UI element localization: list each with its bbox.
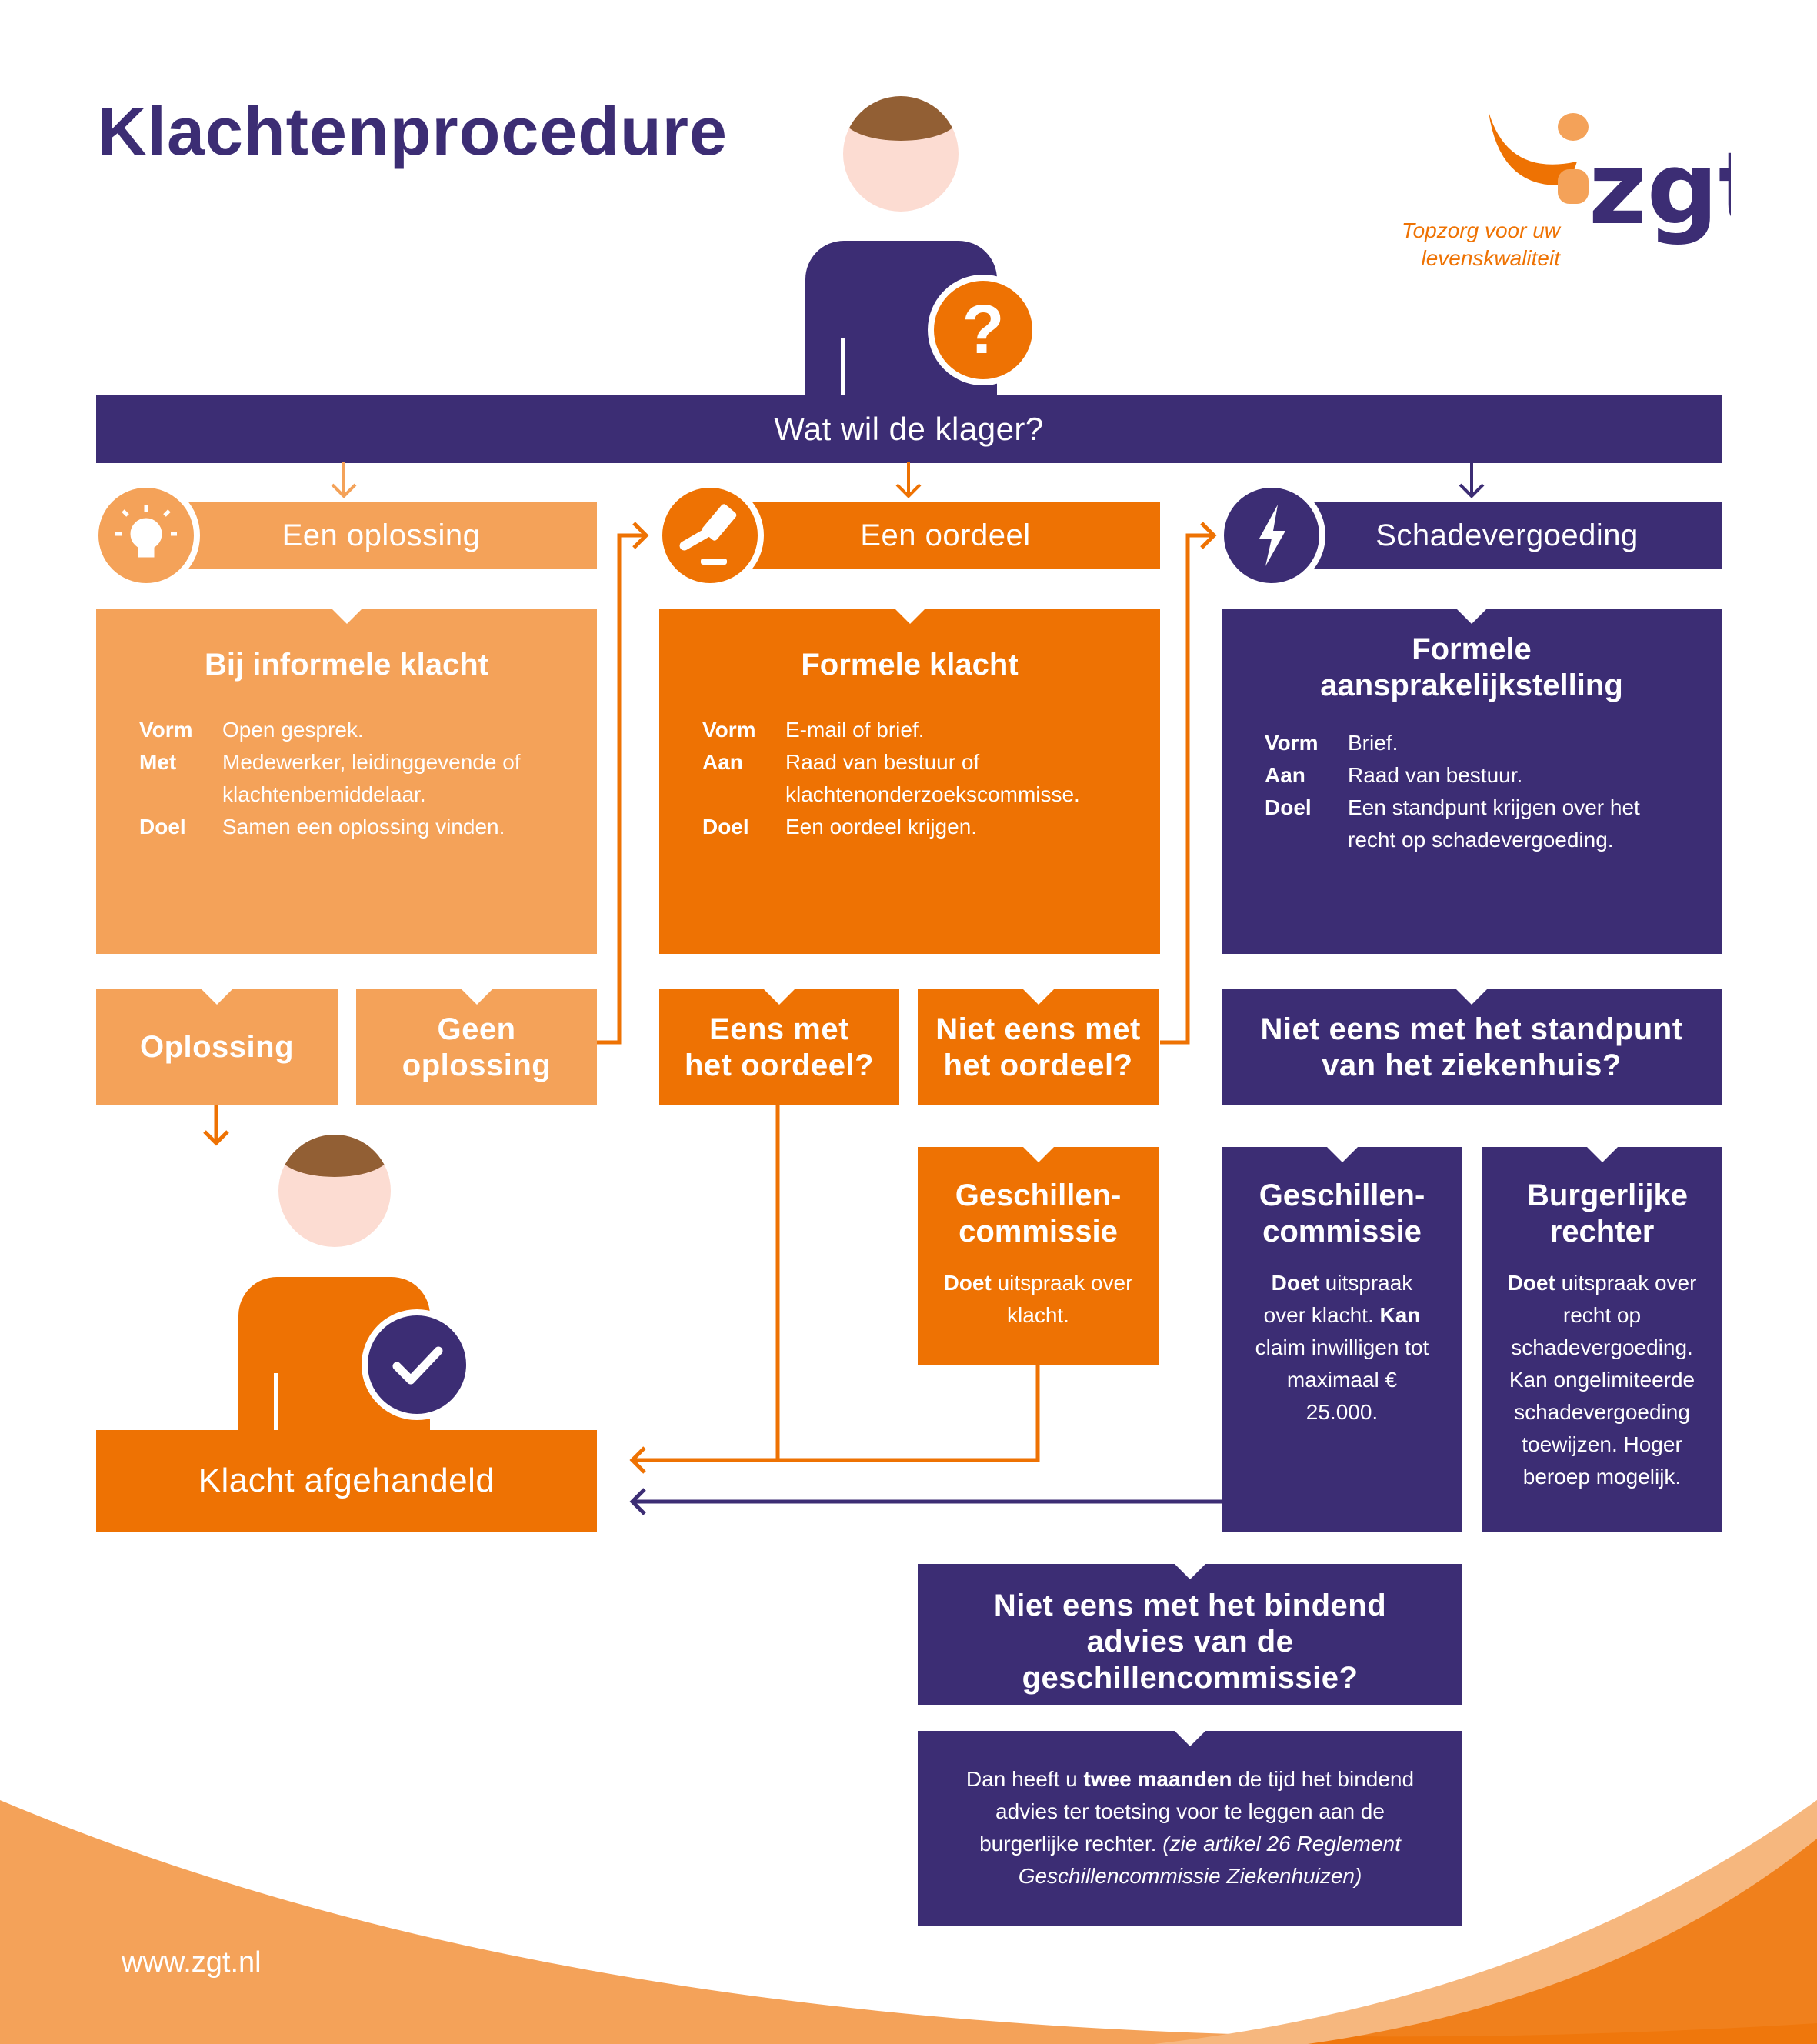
row-value: Een standpunt krijgen over het recht op … (1348, 795, 1640, 852)
formal-complaint-box: Formele klacht Vorm E-mail of brief. Aan R… (659, 609, 1160, 954)
liability-box: Formele aansprakelijkstelling Vorm Brief.… (1222, 609, 1722, 954)
klacht-afgehandeld: Klacht afgehandeld (96, 1430, 597, 1532)
option-label: Een oordeel (860, 518, 1031, 552)
twee-maanden-info: Dan heeft u twee maanden de tijd het bin… (918, 1731, 1462, 1926)
box-title: Bij informele klacht (205, 648, 488, 682)
option-schadevergoeding: Schadevergoeding (1292, 502, 1722, 569)
geschillencommissie-purple: Geschillen-commissie Doet uitspraak over… (1222, 1147, 1462, 1532)
outcome-label: Oplossing (139, 1030, 295, 1064)
italic-text: (zie artikel 26 Reglement Geschillencomm… (1018, 1832, 1401, 1888)
info-row: Vorm Open gesprek. (139, 714, 554, 746)
text: Dan heeft u (965, 1767, 1084, 1791)
question-icon: ? (928, 275, 1039, 385)
box-text: Dan heeft u twee maanden de tijd het bin… (949, 1763, 1432, 1892)
row-key: Vorm (702, 718, 756, 742)
arrows (331, 462, 1485, 498)
info-row: Aan Raad van bestuur of klachtenonderzoek… (702, 746, 1117, 811)
info-row: Aan Raad van bestuur. (1265, 759, 1679, 792)
website-link[interactable]: www.zgt.nl (122, 1946, 262, 1979)
outcome-label: Niet eens met het standpunt van het ziek… (1260, 1012, 1683, 1082)
outcome-eens: Eens met het oordeel? (659, 989, 899, 1105)
outcome-niet-eens: Niet eens met het oordeel? (918, 989, 1159, 1105)
box-text: Doet uitspraak over klacht. (941, 1267, 1135, 1332)
text: de tijd het bindend advies ter toetsing … (979, 1767, 1415, 1856)
box-title: Geschillen-commissie (955, 1179, 1122, 1249)
background-wave (0, 1800, 1817, 2044)
burgerlijke-rechter: Burgerlijke rechter Doet uitspraak over … (1482, 1147, 1722, 1532)
bold-text: Kan (1379, 1303, 1421, 1327)
bold-text: twee maanden (1083, 1767, 1232, 1791)
info-row: Vorm Brief. (1265, 727, 1679, 759)
info-row: Doel Een standpunt krijgen over het recht… (1265, 792, 1679, 856)
label: Niet eens met het bindend advies van de … (993, 1589, 1387, 1695)
tagline-line: Topzorg voor uw (1402, 218, 1560, 242)
text: claim inwilligen tot maximaal € 25.000. (1255, 1335, 1429, 1424)
row-value: Een oordeel krijgen. (785, 815, 978, 839)
info-row: Vorm E-mail of brief. (702, 714, 1117, 746)
checkmark-icon (362, 1309, 472, 1420)
info-row: Doel Een oordeel krijgen. (702, 811, 1117, 843)
row-value: Open gesprek. (222, 718, 364, 742)
row-key: Doel (702, 815, 749, 839)
row-value: E-mail of brief. (785, 718, 925, 742)
row-key: Doel (1265, 795, 1312, 819)
box-text: Doet uitspraak over recht op schadevergo… (1496, 1267, 1708, 1493)
text: uitspraak over klacht. (1263, 1271, 1413, 1327)
option-een-oordeel: Een oordeel (731, 502, 1160, 569)
row-value: Raad van bestuur. (1348, 763, 1523, 787)
row-key: Aan (1265, 763, 1305, 787)
box-title: Formele aansprakelijkstelling (1320, 632, 1623, 702)
bold-text: Doet (943, 1271, 992, 1295)
lightning-icon (1218, 482, 1325, 589)
row-key: Aan (702, 750, 743, 774)
svg-text:zgt: zgt (1589, 130, 1731, 247)
box-title: Burgerlijke rechter (1527, 1179, 1688, 1249)
page-title: Klachtenprocedure (98, 93, 728, 169)
lightbulb-icon (92, 482, 200, 589)
outcome-label: Geen oplossing (402, 1012, 552, 1082)
box-title: Geschillen-commissie (1259, 1179, 1425, 1249)
box-text: Doet uitspraak over klacht. Kan claim in… (1252, 1267, 1432, 1429)
label: Klacht afgehandeld (198, 1462, 495, 1499)
text: uitspraak over recht op schadevergoeding… (1509, 1271, 1697, 1489)
row-key: Vorm (1265, 731, 1319, 755)
outcome-label: Niet eens met het oordeel? (935, 1012, 1141, 1082)
row-value: Brief. (1348, 731, 1399, 755)
outcome-geen-oplossing: Geen oplossing (356, 989, 597, 1105)
outcome-label: Eens met het oordeel? (684, 1012, 875, 1082)
gavel-icon (656, 482, 764, 589)
bold-text: Doet (1271, 1271, 1319, 1295)
tagline-line: levenskwaliteit (1421, 246, 1560, 270)
option-label: Een oplossing (282, 518, 481, 552)
row-key: Vorm (139, 718, 193, 742)
option-label: Schadevergoeding (1375, 518, 1639, 552)
row-value: Samen een oplossing vinden. (222, 815, 505, 839)
row-value: Raad van bestuur of klachtenonderzoeksco… (785, 750, 1080, 806)
row-key: Doel (139, 815, 186, 839)
row-key: Met (139, 750, 177, 774)
info-row: Doel Samen een oplossing vinden. (139, 811, 554, 843)
outcome-oplossing: Oplossing (96, 989, 338, 1105)
geschillencommissie-orange: Geschillen-commissie Doet uitspraak over… (918, 1147, 1159, 1365)
row-value: Medewerker, leidinggevende of klachtenbe… (222, 750, 521, 806)
informal-complaint-box: Bij informele klacht Vorm Open gesprek. M… (96, 609, 597, 954)
option-een-oplossing: Een oplossing (165, 502, 597, 569)
bold-text: Doet (1507, 1271, 1555, 1295)
zgt-logo: zgt Topzorg voor uw levenskwaliteit (1385, 108, 1731, 277)
header-question: Wat wil de klager? (96, 395, 1722, 463)
logo-tagline: Topzorg voor uw levenskwaliteit (1385, 217, 1560, 272)
info-row: Met Medewerker, leidinggevende of klachte… (139, 746, 554, 811)
niet-eens-bindend-advies: Niet eens met het bindend advies van de … (918, 1564, 1462, 1705)
text: uitspraak over klacht. (991, 1271, 1133, 1327)
box-title: Formele klacht (801, 648, 1019, 682)
outcome-niet-eens-standpunt: Niet eens met het standpunt van het ziek… (1222, 989, 1722, 1105)
